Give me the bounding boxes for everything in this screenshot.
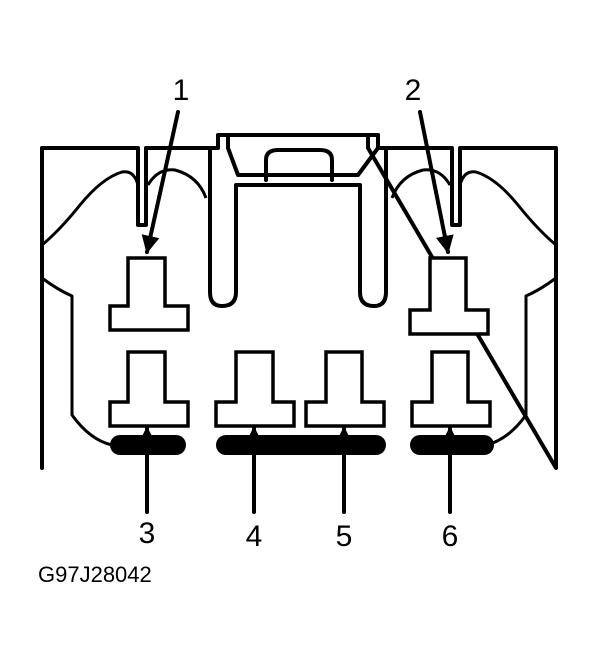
locking-bars — [110, 435, 494, 455]
pin-labels: 1 2 3 4 5 6 — [139, 74, 459, 553]
pin-label-2: 2 — [405, 74, 422, 107]
terminal-2 — [408, 256, 490, 336]
pin-arrows — [138, 110, 459, 514]
pin-label-3: 3 — [139, 517, 156, 550]
connector-housing — [40, 133, 558, 470]
figure-code: G97J28042 — [38, 562, 152, 587]
terminal-6 — [410, 350, 492, 428]
terminal-3 — [108, 350, 190, 428]
terminal-4 — [214, 350, 296, 428]
terminal-1 — [108, 256, 190, 332]
arrow-2 — [418, 110, 454, 254]
pin-label-1: 1 — [173, 74, 190, 107]
pin-label-5: 5 — [336, 520, 353, 553]
arrow-1 — [141, 110, 180, 254]
pin-label-4: 4 — [246, 520, 263, 553]
terminal-5 — [304, 350, 386, 428]
locking-bar-center — [216, 435, 386, 455]
terminal-group — [108, 256, 492, 428]
pin-label-6: 6 — [442, 520, 459, 553]
